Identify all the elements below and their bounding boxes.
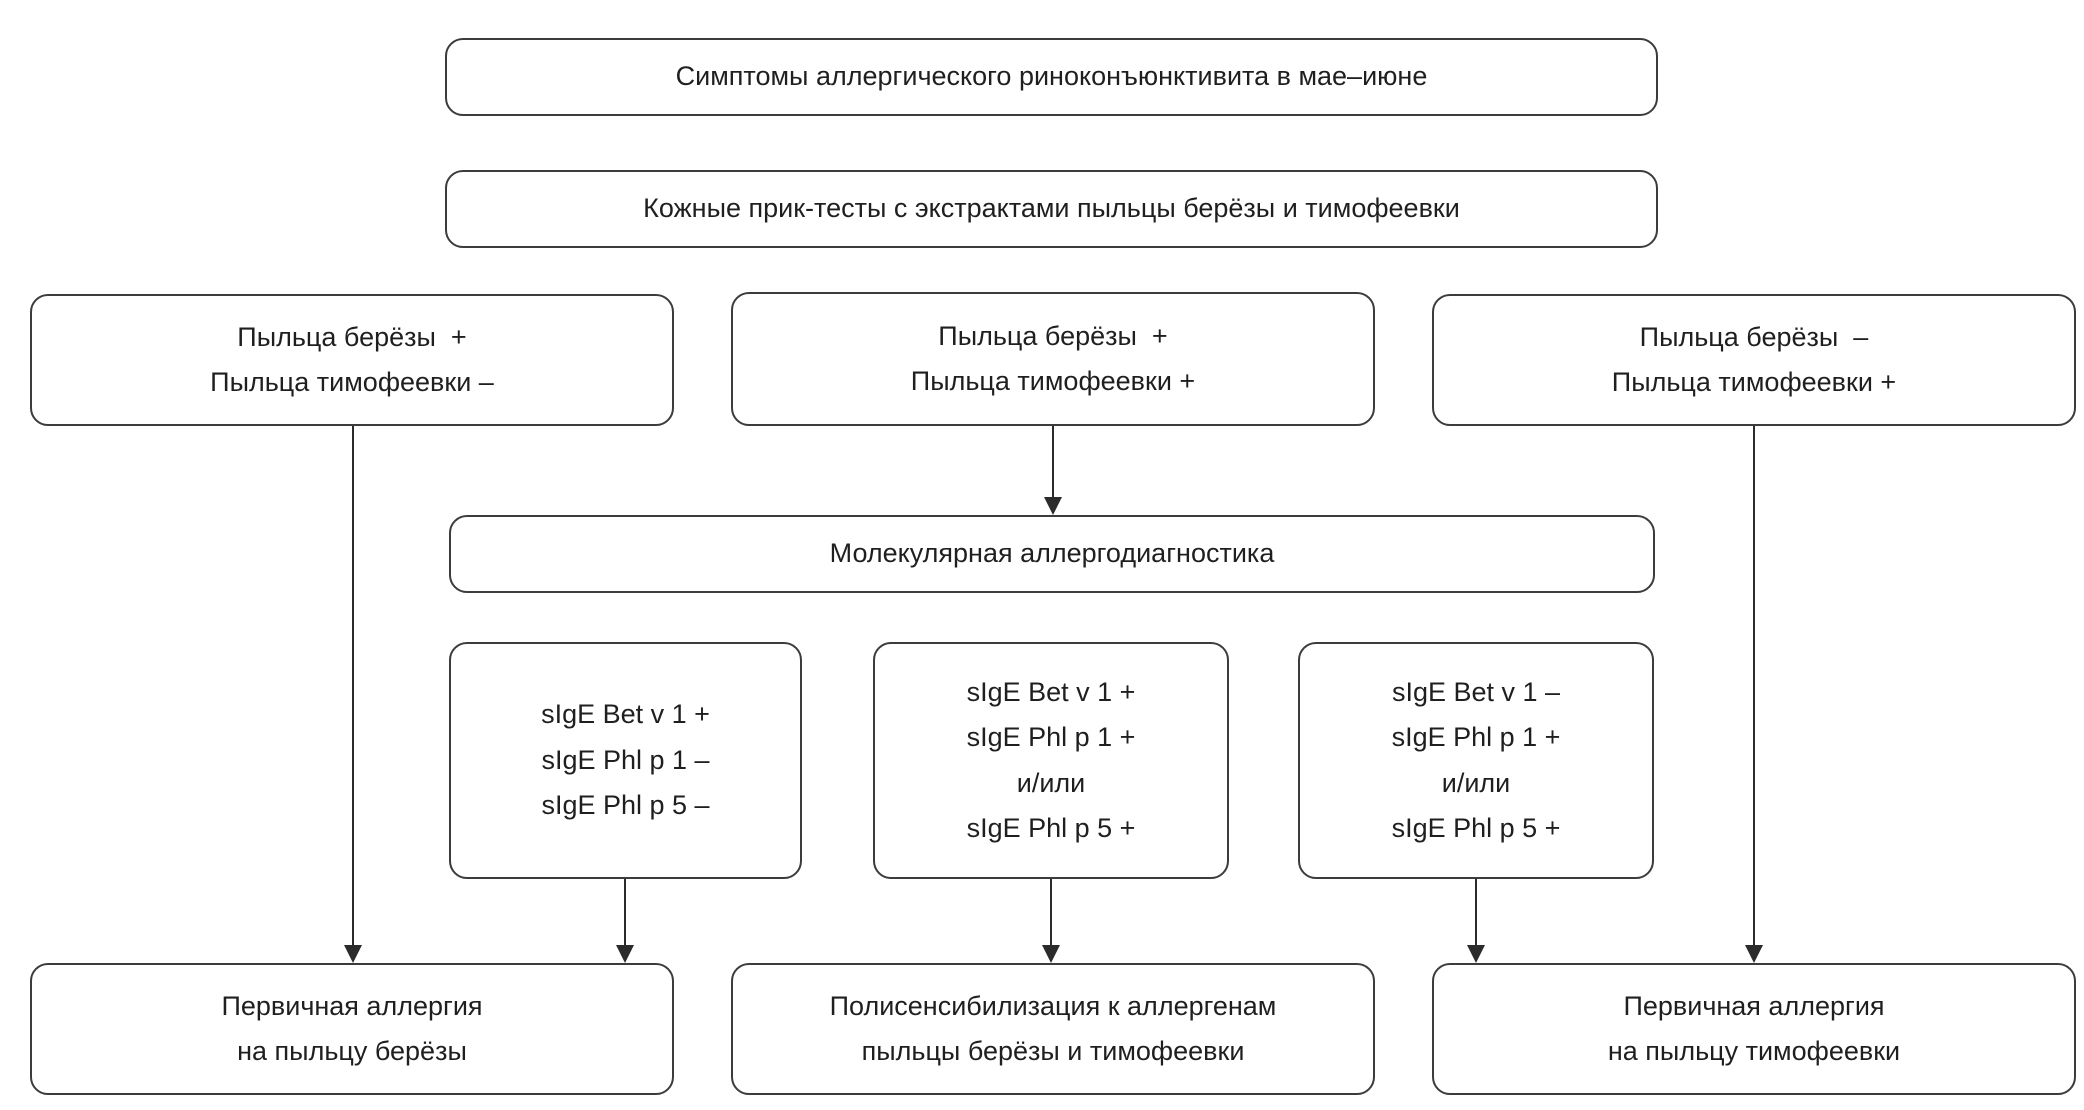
diagnosis-line: Первичная аллергия (1623, 990, 1885, 1021)
diagnosis-line: на пыльцу берёзы (237, 1036, 467, 1066)
arrow-head-icon (344, 945, 362, 963)
prick-result-line: Пыльца тимофеевки + (1611, 367, 1897, 397)
sige-line: sIgE Phl p 5 + (1391, 812, 1561, 843)
arrow-sige2-to-diag2 (1041, 879, 1061, 963)
symptoms-text: Симптомы аллергического риноконъюнктивит… (675, 61, 1428, 92)
sige-result-box-3: sIgE Bet v 1 – sIgE Phl p 1 + и/или sIgE… (1298, 642, 1654, 879)
arrow-head-icon (1467, 945, 1485, 963)
sige-result-box-1: sIgE Bet v 1 + sIgE Phl p 1 – sIgE Phl p… (449, 642, 802, 879)
sige-line: и/или (1016, 767, 1086, 798)
arrow-shaft (1475, 879, 1477, 948)
arrow-prick3-to-diag3 (1744, 426, 1764, 963)
sige-line: sIgE Phl p 5 + (966, 812, 1136, 843)
sige-line: sIgE Phl p 1 – (541, 744, 710, 775)
prick-result-birch-pos-timothy-pos: Пыльца берёзы + Пыльца тимофеевки + (731, 292, 1375, 426)
molecular-diagnostics-box: Молекулярная аллергодиагностика (449, 515, 1655, 593)
prick-result-birch-neg-timothy-pos: Пыльца берёзы – Пыльца тимофеевки + (1432, 294, 2076, 426)
prick-tests-box: Кожные прик-тесты с экстрактами пыльцы б… (445, 170, 1658, 248)
diagnosis-line: Полисенсибилизация к аллергенам (829, 990, 1277, 1021)
prick-result-line: Пыльца берёзы + (237, 321, 467, 352)
arrow-head-icon (1044, 497, 1062, 515)
sige-line: sIgE Phl p 1 + (1391, 722, 1561, 753)
diagnosis-line: пыльцы берёзы и тимофеевки (861, 1036, 1245, 1066)
arrow-shaft (352, 426, 354, 948)
arrow-shaft (624, 879, 626, 948)
prick-result-line: Пыльца тимофеевки + (910, 366, 1196, 396)
arrow-head-icon (616, 945, 634, 963)
prick-result-birch-pos-timothy-neg: Пыльца берёзы + Пыльца тимофеевки – (30, 294, 674, 426)
arrow-head-icon (1745, 945, 1763, 963)
arrow-prick1-to-diag1 (343, 426, 363, 963)
diagnosis-birch-allergy-box: Первичная аллергия на пыльцу берёзы (30, 963, 674, 1095)
sige-result-box-2: sIgE Bet v 1 + sIgE Phl p 1 + и/или sIgE… (873, 642, 1229, 879)
sige-line: sIgE Phl p 1 + (966, 722, 1136, 753)
prick-result-line: Пыльца берёзы – (1639, 321, 1869, 352)
molecular-diagnostics-text: Молекулярная аллергодиагностика (829, 538, 1275, 569)
sige-line: и/или (1441, 767, 1511, 798)
prick-result-line: Пыльца тимофеевки – (210, 367, 494, 397)
sige-line: sIgE Bet v 1 + (966, 676, 1136, 707)
diagnosis-timothy-allergy-box: Первичная аллергия на пыльцу тимофеевки (1432, 963, 2076, 1095)
diagnosis-line: на пыльцу тимофеевки (1607, 1036, 1901, 1066)
prick-tests-text: Кожные прик-тесты с экстрактами пыльцы б… (643, 193, 1460, 224)
arrow-shaft (1050, 879, 1052, 948)
arrow-shaft (1052, 426, 1054, 500)
arrow-shaft (1753, 426, 1755, 948)
sige-line: sIgE Bet v 1 + (541, 699, 710, 730)
arrow-sige1-to-diag1 (615, 879, 635, 963)
prick-result-line: Пыльца берёзы + (938, 320, 1168, 351)
arrow-head-icon (1042, 945, 1060, 963)
diagnosis-line: Первичная аллергия (221, 990, 483, 1021)
diagnosis-polysensitization-box: Полисенсибилизация к аллергенам пыльцы б… (731, 963, 1375, 1095)
arrow-sige3-to-diag3 (1466, 879, 1486, 963)
arrow-prick2-to-molecular (1043, 426, 1063, 515)
symptoms-box: Симптомы аллергического риноконъюнктивит… (445, 38, 1658, 116)
sige-line: sIgE Phl p 5 – (541, 790, 710, 821)
sige-line: sIgE Bet v 1 – (1391, 676, 1561, 707)
